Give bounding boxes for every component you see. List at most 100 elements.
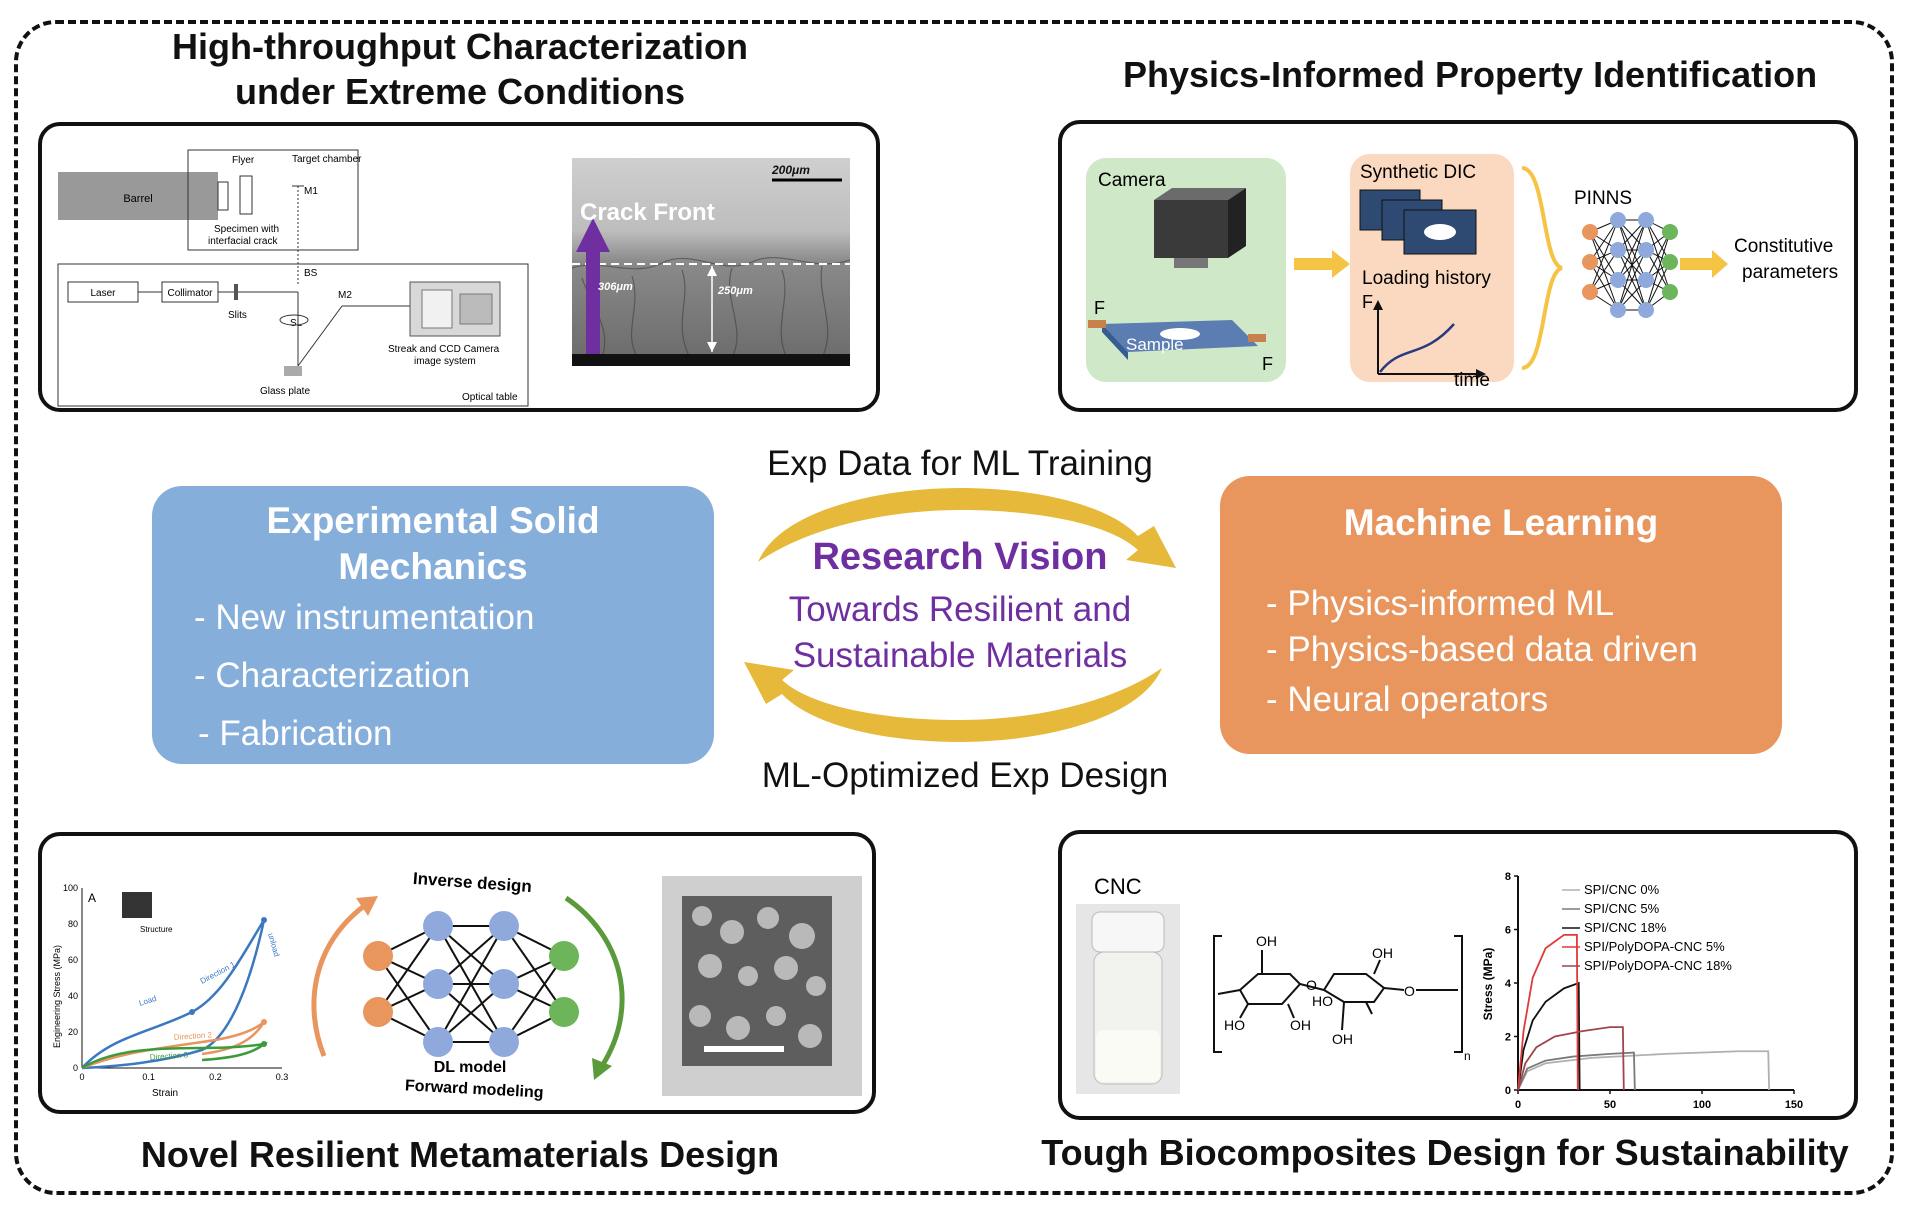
camera-label: Camera — [1098, 170, 1166, 191]
title-high-throughput: High-throughput Characterization under E… — [70, 24, 850, 114]
sample-hole — [1160, 328, 1200, 340]
dl-node — [363, 941, 393, 971]
pinns-node — [1582, 254, 1598, 270]
target-chamber-box — [187, 149, 359, 251]
arrow-to-dic — [1294, 250, 1350, 278]
exp-item-instrumentation: - New instrumentation — [194, 598, 535, 637]
inverse-design-label: Inverse design — [412, 869, 532, 896]
direction3-curve — [81, 1042, 269, 1070]
load-x-arrow — [1476, 369, 1486, 379]
optical-table-label: Optical table — [462, 392, 518, 403]
stress-ylabel: Stress (MPa) — [1481, 948, 1495, 1021]
research-vision-title: Research Vision — [812, 536, 1108, 578]
camera-label-1: Streak and CCD Camera — [388, 344, 500, 355]
panel-biocomposites: CNC OH HO OH O HO OH OH O n — [1058, 830, 1858, 1120]
crack-micrograph: 200μm Crack Front 306μm 250μm — [572, 158, 850, 366]
exp-item-characterization: - Characterization — [194, 656, 471, 695]
camera-body — [1154, 200, 1228, 258]
force-left-label: F — [1094, 298, 1105, 318]
camera-top — [1154, 188, 1246, 200]
force-right-label: F — [1262, 354, 1273, 374]
oh-3: OH — [1372, 945, 1393, 961]
sample-label: Sample — [1126, 335, 1184, 354]
dl-node — [489, 911, 519, 941]
output-label-2: parameters — [1742, 262, 1838, 283]
camera-side — [1228, 188, 1246, 258]
machine-learning-box: Machine Learning - Physics-informed ML -… — [1220, 476, 1782, 754]
structure-label: Structure — [140, 925, 173, 934]
output-label-1: Constitutive — [1734, 236, 1833, 257]
d1-mid-point — [189, 1009, 195, 1015]
camera-lens — [1174, 258, 1208, 268]
specimen-label-1: Specimen with — [214, 224, 279, 235]
pinns-label: PINNS — [1574, 188, 1632, 209]
micrograph-overlay: 200μm Crack Front 306μm 250μm — [572, 163, 850, 366]
meta-xtick: 0.3 — [276, 1072, 289, 1082]
pinns-edge — [1589, 249, 1619, 293]
exp-item-fabrication: - Fabrication — [198, 714, 393, 753]
experimental-solid-mechanics-box: Experimental Solid Mechanics - New instr… — [152, 486, 714, 764]
pinns-edge — [1645, 261, 1671, 311]
load-time-label: time — [1454, 370, 1490, 391]
scale-label: 200μm — [771, 163, 810, 177]
m1-label: M1 — [304, 186, 318, 197]
dl-node — [489, 1027, 519, 1057]
pinns-node — [1610, 272, 1626, 288]
pinns-node — [1582, 284, 1598, 300]
meta-xtick: 0 — [79, 1072, 84, 1082]
dl-edge — [437, 925, 505, 1043]
title-line-1: High-throughput Characterization — [172, 26, 748, 67]
oh-4: OH — [1332, 1031, 1353, 1047]
ml-optimized-label: ML-Optimized Exp Design — [761, 756, 1169, 795]
meta-xtick: 0.2 — [209, 1072, 222, 1082]
pinns-edge — [1589, 219, 1619, 263]
bottom-curved-arrow — [744, 662, 1162, 742]
direction2-curve — [81, 1021, 266, 1070]
sl-lens — [279, 314, 309, 326]
dl-edge — [503, 955, 565, 1043]
bio-ytick-label: 8 — [1505, 871, 1511, 883]
d1-point — [261, 917, 267, 923]
meta-ytick: 40 — [68, 991, 78, 1001]
meta-ytick: 20 — [68, 1027, 78, 1037]
panel-pinns: Camera F F Sample Synthetic DIC Loading … — [1058, 120, 1858, 412]
n-subscript: n — [1464, 1049, 1471, 1063]
pinns-node — [1610, 242, 1626, 258]
pinns-edge — [1589, 219, 1619, 293]
cellulose-structure — [1213, 935, 1463, 1053]
ml-item-physics-informed: - Physics-informed ML — [1266, 584, 1615, 623]
loading-history-label: Loading history — [1362, 268, 1491, 289]
meta-xtick: 0.1 — [142, 1072, 155, 1082]
camera-label-2: image system — [414, 356, 476, 367]
bio-legend-entry: SPI/CNC 5% — [1584, 901, 1660, 916]
unload-label: unload — [266, 932, 281, 958]
exp-data-label: Exp Data for ML Training — [767, 444, 1153, 483]
bs-label: BS — [304, 268, 318, 279]
panel-setup: Barrel Target chamber Flyer M1 Specimen … — [38, 122, 880, 412]
beam-4 — [297, 305, 343, 367]
slits-shape — [234, 284, 238, 300]
inverse-arc-head — [592, 1058, 612, 1080]
pinns-node — [1638, 212, 1654, 228]
setup-schematic: Barrel Target chamber Flyer M1 Specimen … — [57, 149, 529, 407]
vial-liquid — [1096, 1030, 1160, 1082]
dim-right-arrow-bottom — [707, 342, 717, 352]
meta-ytick: 0 — [73, 1063, 78, 1073]
bio-xtick-label: 150 — [1785, 1099, 1803, 1111]
bio-legend-entry: SPI/PolyDOPA-CNC 18% — [1584, 958, 1732, 973]
forward-arc-head — [356, 896, 378, 916]
specimen-label-2: interfacial crack — [208, 236, 278, 247]
dl-node — [423, 969, 453, 999]
ho-2: HO — [1312, 993, 1333, 1009]
dl-model-label: DL model — [434, 1059, 507, 1076]
vial-cap — [1091, 911, 1165, 953]
direction2-label: Direction 2 — [174, 1030, 213, 1042]
pinns-node — [1582, 224, 1598, 240]
vision-subtitle-2: Sustainable Materials — [792, 636, 1128, 675]
exp-title-line-1: Experimental Solid — [266, 500, 600, 541]
dic-hole — [1424, 224, 1456, 240]
meta-ytick: 80 — [68, 919, 78, 929]
flyer-shape — [217, 181, 229, 211]
dl-node — [549, 997, 579, 1027]
